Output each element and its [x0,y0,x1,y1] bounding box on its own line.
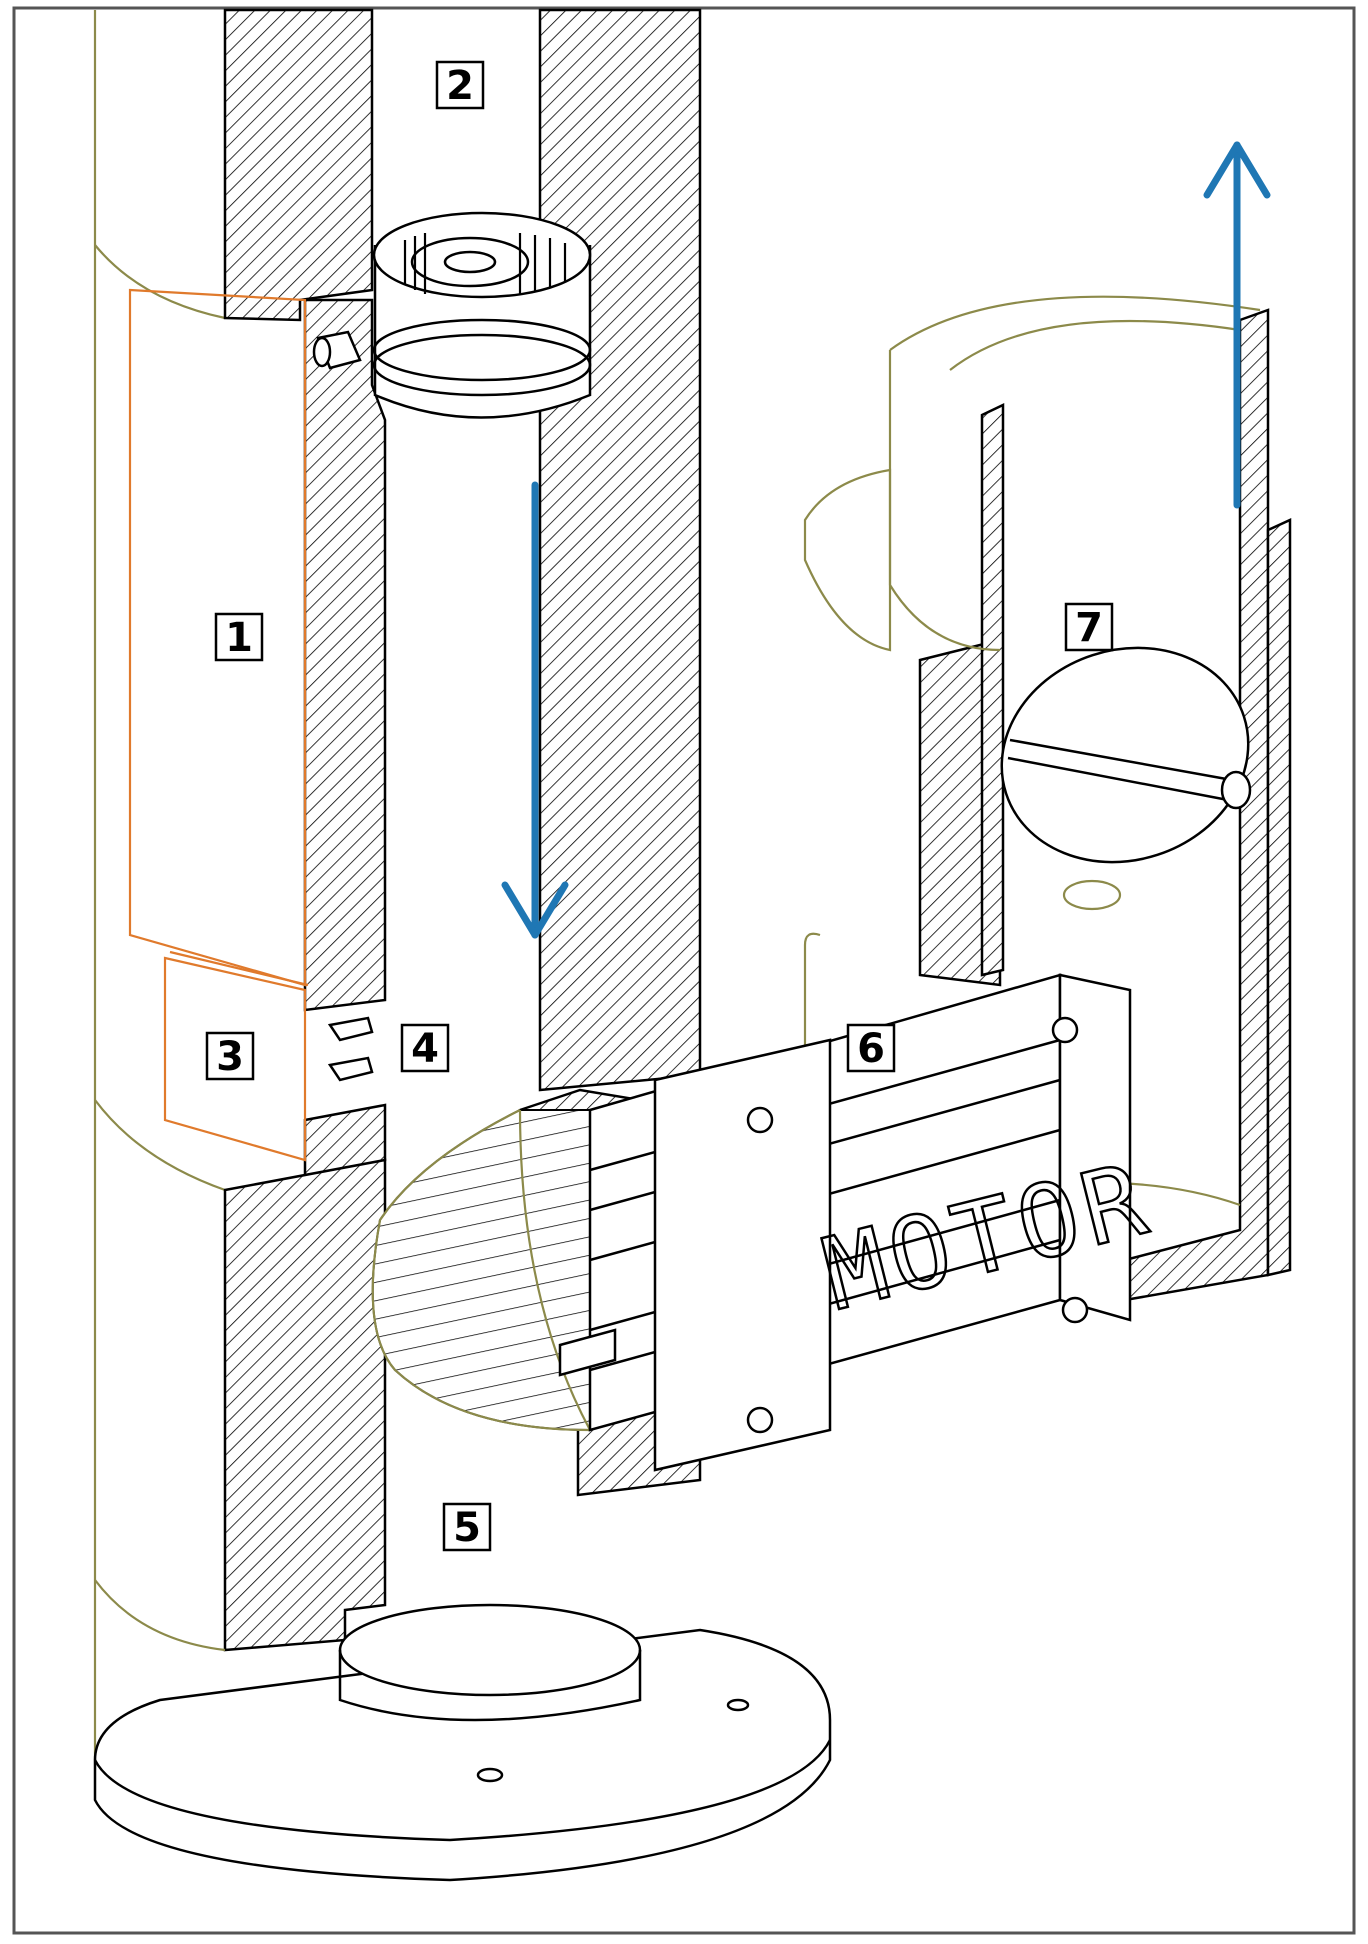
label-6: 6 [846,1023,896,1073]
motor-rear-flange [1058,973,1132,1322]
motor-front-flange [653,1038,832,1472]
impeller-hub-center [443,250,497,274]
bolt-4 [1061,1296,1089,1324]
impeller [372,211,592,419]
pin-top-end [312,336,332,368]
column-bottom-arc [94,1579,226,1652]
panel-3-top-edge [169,950,309,987]
pedestal-top [338,1603,642,1697]
tower-wall-left-thin [980,403,1005,977]
flap-shaft-end [1220,770,1252,810]
svg-text:2: 2 [446,63,474,109]
tower-outer-left [803,468,892,652]
bolt-1 [746,1106,774,1134]
svg-text:3: 3 [216,1034,244,1080]
label-3: 3 [205,1031,255,1081]
flap-disc [1000,646,1250,864]
column-mid-arc [94,1099,226,1192]
arrow-up-head [1203,141,1271,199]
label-1: 1 [214,612,264,662]
impeller-groove-1 [372,318,592,382]
tower-upper-body [888,350,1001,652]
flow-arrows [501,141,1271,939]
column-top-arc [94,244,226,320]
left-column [93,8,702,1760]
label-4: 4 [400,1023,450,1073]
bolt-3 [1051,1016,1079,1044]
bolt-2 [746,1406,774,1434]
tower-wall-right-edge [1266,518,1292,1277]
flap-shaft [1007,738,1233,802]
pipe-inner-edge [518,1109,591,1431]
base-plate [93,1628,832,1882]
page-frame [12,6,1356,1935]
flap-lower [327,1056,374,1082]
wall-upper-right [538,8,702,1092]
base-assembly [93,1579,832,1882]
impeller-hub [410,236,530,288]
base-plate-top-edge [93,1739,832,1842]
motor-assembly: MOTOR [371,973,1163,1472]
pipe-cut-outline [371,1109,591,1432]
impeller-groove-2 [372,333,592,397]
base-hole-1 [476,1767,504,1783]
wall-upper-left [223,8,374,322]
tower-lower-left [803,932,821,1045]
base-hole-2 [726,1698,750,1712]
wall-inner-strip [303,298,387,1012]
wall-lower-left [223,1158,387,1652]
svg-text:5: 5 [453,1505,481,1551]
svg-text:1: 1 [225,615,253,661]
tower-top-inner-arc [949,319,1241,371]
arrow-down-head [501,881,569,939]
pedestal-side [338,1650,642,1722]
pipe-cut-face [371,1109,591,1432]
svg-text:4: 4 [411,1026,439,1072]
svg-text:6: 6 [857,1026,885,1072]
label-2: 2 [435,60,485,110]
label-5: 5 [442,1502,492,1552]
label-7: 7 [1064,602,1114,652]
motor-shaft [558,1328,617,1377]
svg-text:7: 7 [1075,605,1103,651]
flap-upper [327,1016,374,1042]
tower-top-outer-arc [889,295,1261,351]
panel-3-outline [163,956,307,1162]
tower-drain-hole [1062,879,1122,911]
